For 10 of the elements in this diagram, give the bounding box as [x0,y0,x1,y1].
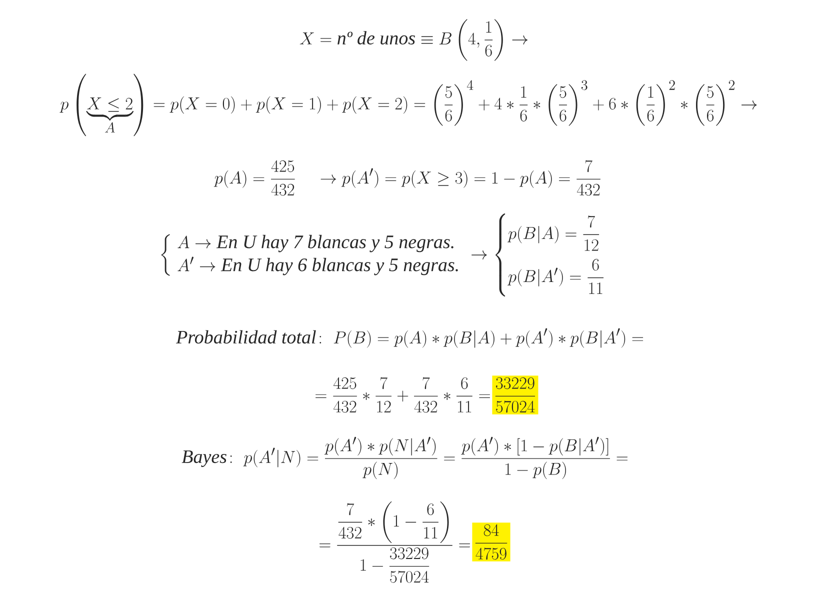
formula: $\left\{\begin{array}{l} A\rightarrow \textit{En U hay 7 blancas y 5 negras.}\\ A'\rightarrow \textit{En U hay 6 blancas y 5 negras.}\end{array}\right. \rightarrow \begin{cases} p(B|A)=\dfrac{7}{12}\\[12pt] p(B|A')=\dfrac{6}{11}\end{cases}$ [161,214,604,296]
formula: $=\frac{\dfrac{7}{432}*\left(1-\dfrac{6}{11}\right)}{1-\dfrac{33229}{57024}}=$ [320,502,470,583]
formula: $X = \textit{nº de unos} \equiv B\left(4,\frac{1}{6}\right) \rightarrow$ [300,19,528,61]
formula: $p(A)=\frac{425}{432}\quad\rightarrow p(A')=p(X\ge 3)=1-p(A)=\frac{7}{432}$ [214,160,600,196]
formula: $\textit{Bayes}\colon\ p(A'|N)=\frac{p(A')*p(N|A')}{p(N)}=\frac{p(A')*[1-p(B|A')]}{1-p(B)}=$ [182,436,628,480]
formula: $p\left(\underbrace{X\le 2}_{A}\right) = p(X=0)+p(X=1)+p(X=2) = \left(\frac{5}{6}\right)^{4} + 4*\frac{1}{6}*\left(\frac{5}{6}\right)^{3} + 6*\left(\frac{1}{6}\right)^{2}*\left(\frac{5}{6}\right)^{2} \rightarrow$ [60,74,757,136]
formula: $\textit{Probabilidad total}\colon\ P(B)=p(A)*p(B|A)+p(A')*p(B|A')=$ [176,328,644,348]
highlighted-result: $\frac{33229}{57024}$ [495,377,536,413]
formula: $=\frac{425}{432}*\frac{7}{12}+\frac{7}{432}*\frac{6}{11}=$ [316,377,490,413]
highlighted-result: $\frac{84}{4759}$ [475,524,508,560]
